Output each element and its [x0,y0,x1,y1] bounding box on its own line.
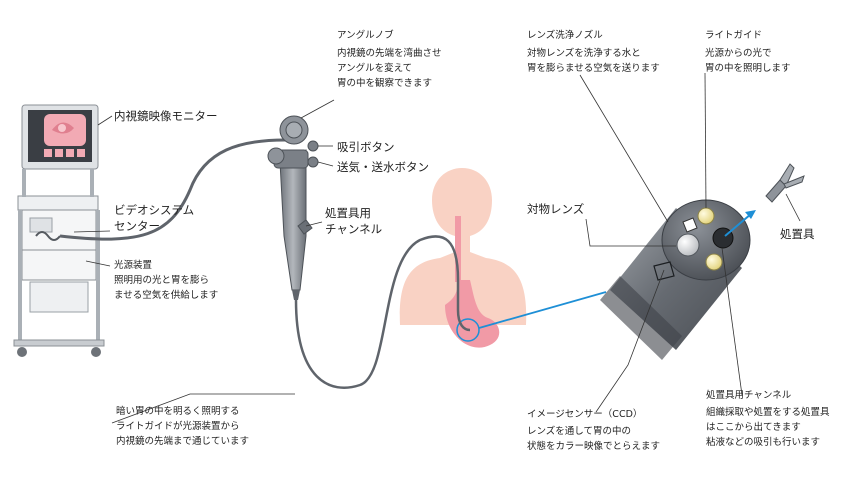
channel-detail-desc2: はここから出てきます [706,422,801,433]
light-guide-note-desc2: ライトガイドが光源装置から [116,421,240,432]
video-center-title2: センター [114,219,160,233]
scope-tip-closeup [600,199,751,360]
air-water-button [307,156,319,168]
angle-knob-desc3: 胃の中を観察できます [337,78,433,89]
light-guide-desc1: 光源からの光で [705,48,772,59]
forceps-illustration [765,163,805,203]
angle-knob-title: アングルノブ [337,30,394,41]
label-suction-button: 吸引ボタン [337,139,395,155]
instrument-port [297,219,313,235]
tip-location-circle [456,318,480,342]
light-source-unit [21,249,97,281]
cart-top-shelf [17,195,99,211]
label-light-guide-note: 暗い胃の中を明るく照明する ライトガイドが光源装置から 内視鏡の先端まで通じてい… [116,404,249,449]
channel-arrow [724,213,752,237]
video-center-title: ビデオシステム [114,203,195,217]
insertion-tube [294,235,471,389]
label-light-guide: ライトガイド 光源からの光で 胃の中を照明します [705,26,791,76]
lens-nozzle-desc1: 対物レンズを洗浄する水と [527,48,641,59]
label-angle-knob: アングルノブ 内視鏡の先端を湾曲させ アングルを変えて 胃の中を観察できます [337,26,442,91]
instrument-channel-title: 処置具用 [325,206,371,220]
universal-cord [59,138,286,241]
label-air-water-button: 送気・送水ボタン [337,159,429,175]
light-source-desc1: 照明用の光と胃を膨ら [114,275,210,286]
light-source-desc2: ませる空気を供給します [114,290,219,301]
angle-knob-desc2: アングルを変えて [337,63,413,74]
label-video-center: ビデオシステム センター [114,202,194,234]
label-lens-nozzle: レンズ洗浄ノズル 対物レンズを洗浄する水と 胃を膨らませる空気を送ります [527,26,660,76]
image-sensor-title: イメージセンサー（CCD） [527,409,643,420]
lens-nozzle-title: レンズ洗浄ノズル [527,30,603,41]
channel-detail-title: 処置具用チャンネル [706,390,792,401]
suction-button-title: 吸引ボタン [337,140,395,154]
air-water-button-title: 送気・送水ボタン [337,160,429,174]
light-guide-upper [697,207,715,225]
objective-lens-title: 対物レンズ [527,202,585,216]
label-objective-lens: 対物レンズ [527,201,584,217]
angle-knob-desc1: 内視鏡の先端を湾曲させ [337,48,442,59]
callout-line [478,291,607,329]
light-guide-lower [705,253,723,271]
lens-wash-nozzle [682,217,698,233]
ccd-sensor [653,261,675,281]
label-monitor: 内視鏡映像モニター [114,108,218,124]
label-channel-detail: 処置具用チャンネル 組織採取や処置をする処置具 はここから出てきます 粘液などの… [706,387,830,450]
label-instrument-channel: 処置具用 チャンネル [325,205,382,237]
light-guide-note-desc1: 暗い胃の中を明るく照明する [116,406,240,417]
label-forceps: 処置具 [780,226,815,242]
leader-lines [73,72,801,424]
label-image-sensor: イメージセンサー（CCD） レンズを通して胃の中の 状態をカラー映像でとらえます [527,406,660,454]
objective-lens [676,233,700,257]
light-guide-note-desc3: 内視鏡の先端まで通じています [116,436,250,447]
forceps-title: 処置具 [780,227,815,241]
image-sensor-desc2: 状態をカラー映像でとらえます [527,441,661,452]
light-guide-title: ライトガイド [705,30,763,41]
lens-nozzle-desc2: 胃を膨らませる空気を送ります [527,63,660,74]
channel-detail-desc1: 組織採取や処置をする処置具 [706,407,830,418]
light-guide-desc2: 胃の中を照明します [705,63,791,74]
suction-button [307,140,319,152]
image-sensor-desc1: レンズを通して胃の中の [527,426,632,437]
label-light-source: 光源装置 照明用の光と胃を膨ら ませる空気を供給します [114,258,218,303]
channel-detail-desc3: 粘液などの吸引も行います [706,437,821,448]
equipment-cart [13,104,105,357]
monitor-title: 内視鏡映像モニター [114,109,218,123]
endoscope-handle [267,115,319,300]
instrument-channel-title2: チャンネル [325,222,383,236]
light-source-title: 光源装置 [114,260,153,271]
